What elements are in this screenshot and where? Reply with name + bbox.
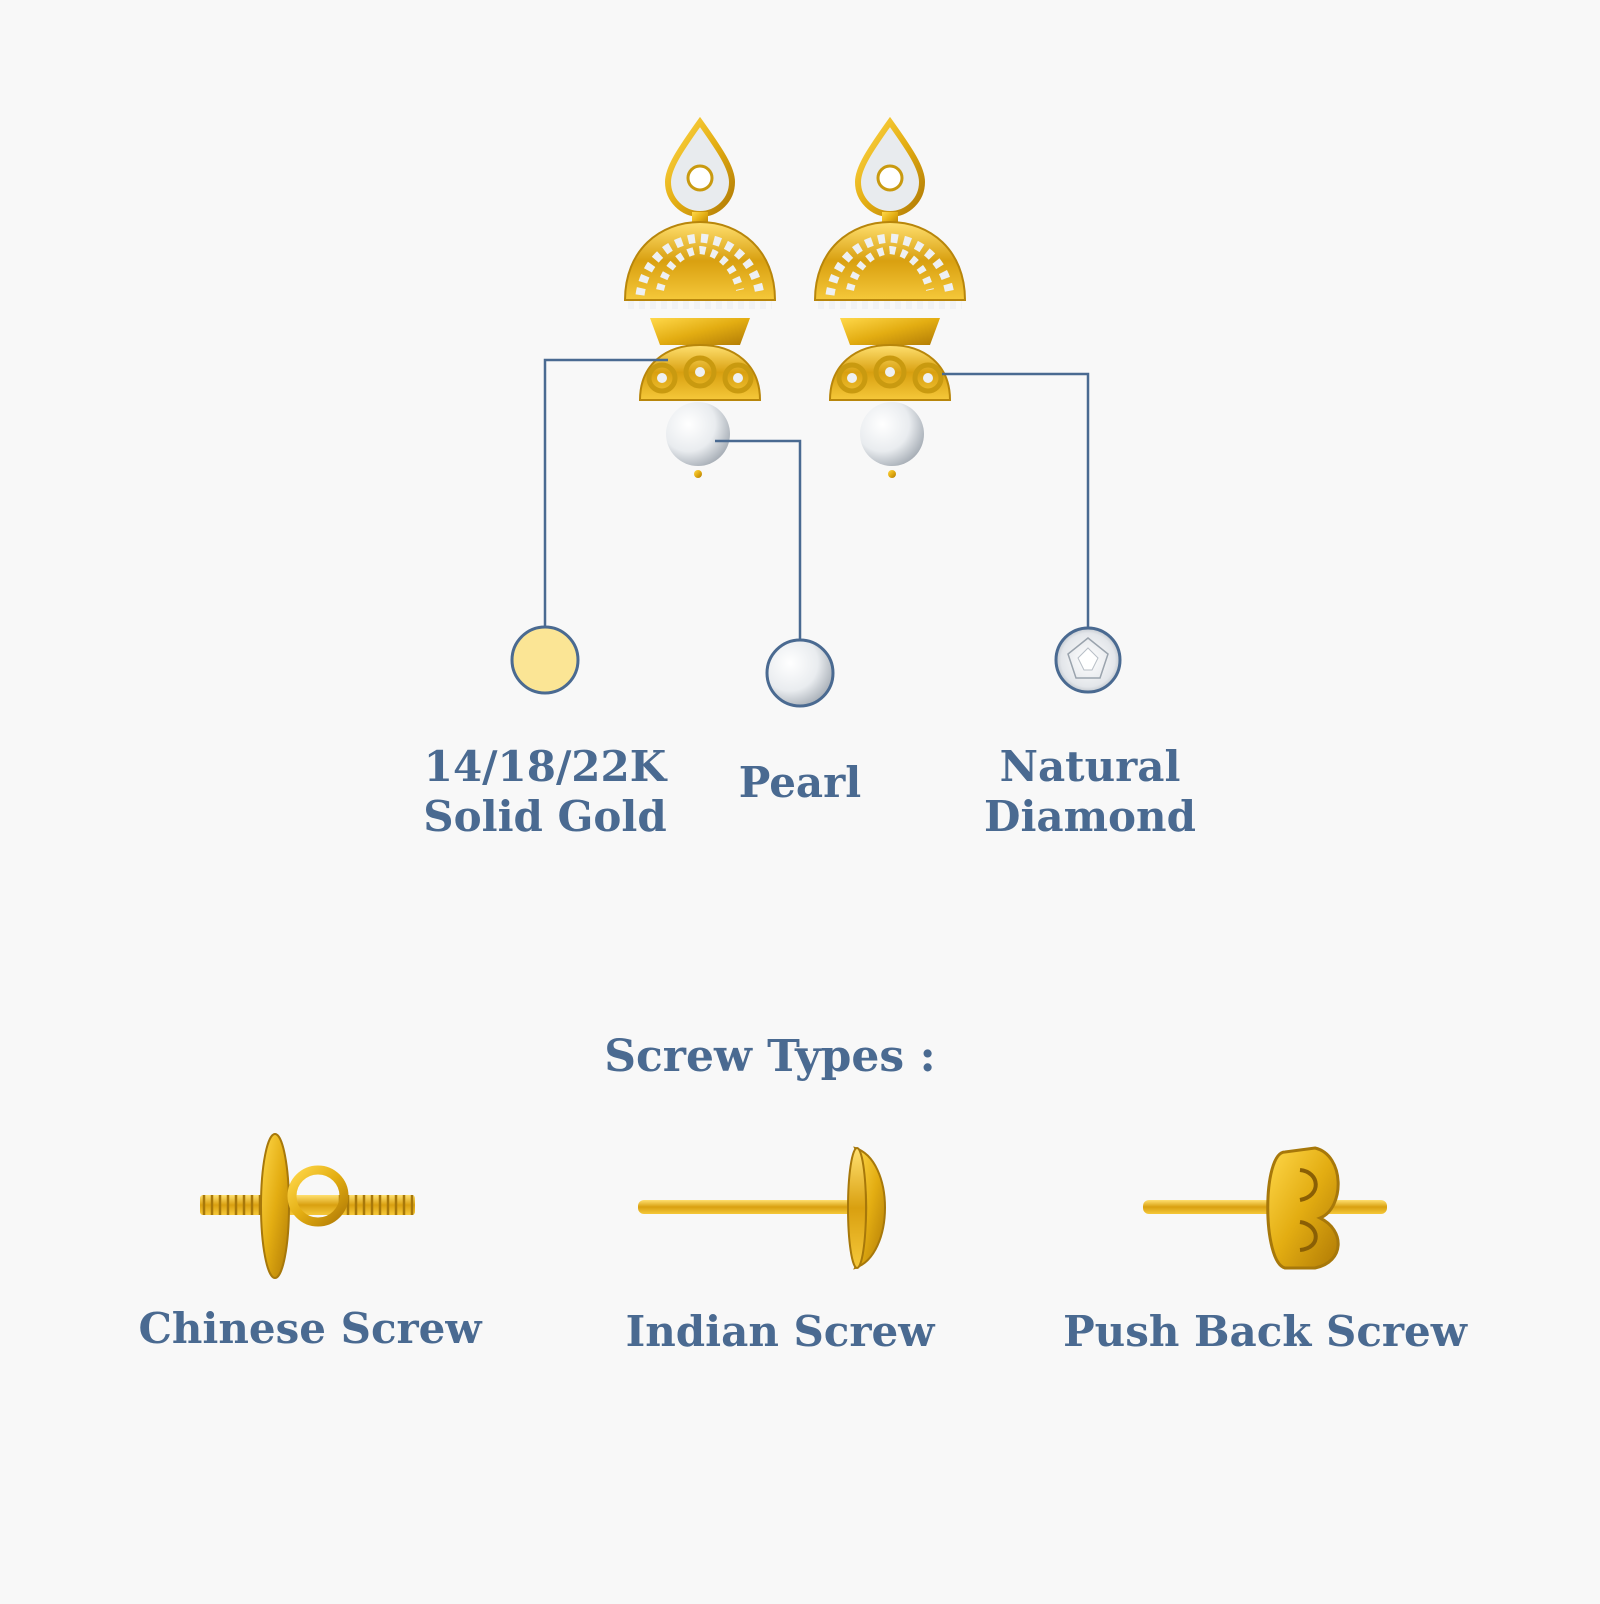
push-back-screw-label: Push Back Screw (1063, 1307, 1467, 1356)
gold-label-line2: Solid Gold (423, 792, 667, 841)
pearl-swatch (765, 638, 835, 708)
diamond-label: Natural Diamond (980, 742, 1200, 842)
earring-left (623, 116, 777, 478)
gold-label-line1: 14/18/22K (423, 742, 667, 791)
earring-right (813, 116, 967, 478)
pearl-label: Pearl (738, 758, 862, 807)
diamond-swatch (1054, 626, 1122, 694)
screw-types-title: Screw Types : (604, 1031, 936, 1082)
gold-label: 14/18/22K Solid Gold (420, 742, 670, 842)
leader-line-gold (543, 358, 668, 627)
indian-screw-image (638, 1146, 886, 1270)
diamond-label-line1: Natural (999, 742, 1181, 791)
gold-swatch (510, 625, 580, 695)
diamond-label-line2: Diamond (984, 792, 1196, 841)
push-back-screw-image (1143, 1146, 1387, 1270)
indian-screw-label: Indian Screw (625, 1307, 935, 1356)
chinese-screw-label: Chinese Screw (138, 1304, 482, 1353)
chinese-screw-image (200, 1133, 415, 1279)
leader-line-pearl (715, 439, 802, 640)
leader-line-diamond (942, 372, 1090, 627)
